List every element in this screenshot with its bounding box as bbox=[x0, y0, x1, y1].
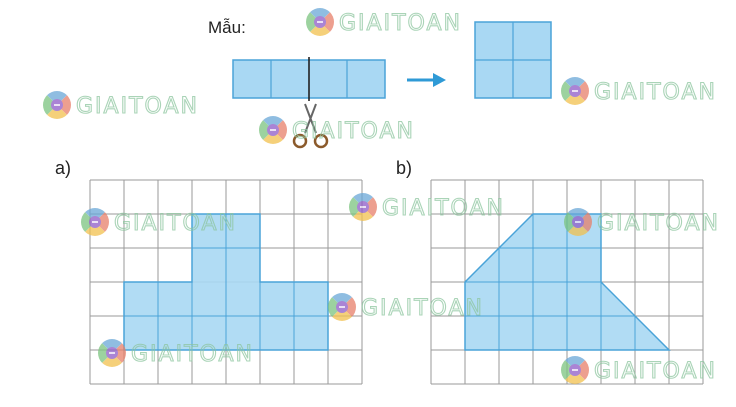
svg-text:GIAITOAN: GIAITOAN bbox=[292, 119, 415, 144]
sample-square bbox=[474, 21, 552, 99]
right-arrow-icon bbox=[407, 73, 446, 87]
svg-text:GIAITOAN: GIAITOAN bbox=[114, 211, 237, 236]
svg-text:GIAITOAN: GIAITOAN bbox=[382, 196, 505, 221]
giaitoan-logo-icon: GIAITOAN bbox=[306, 7, 462, 37]
sample-label: Mẫu: bbox=[208, 18, 246, 37]
svg-text:GIAITOAN: GIAITOAN bbox=[594, 359, 717, 384]
part-a-label: a) bbox=[55, 158, 71, 178]
sample-strip bbox=[232, 57, 386, 101]
svg-text:GIAITOAN: GIAITOAN bbox=[361, 296, 484, 321]
svg-text:GIAITOAN: GIAITOAN bbox=[76, 94, 199, 119]
giaitoan-logo-icon: GIAITOAN bbox=[328, 292, 484, 322]
svg-text:GIAITOAN: GIAITOAN bbox=[339, 11, 462, 36]
scissors-icon bbox=[292, 103, 329, 149]
shape-b-cells bbox=[465, 214, 636, 350]
giaitoan-logo-icon: GIAITOAN bbox=[564, 208, 720, 237]
giaitoan-logo-icon: GIAITOAN bbox=[561, 356, 717, 385]
shape-a-cells bbox=[124, 214, 328, 350]
part-b-label: b) bbox=[396, 158, 412, 178]
watermarks: GIAITOAN GIAITOAN GIAITOAN GIAITOAN GIAITOAN… bbox=[42, 7, 720, 385]
giaitoan-logo-icon: GIAITOAN bbox=[42, 90, 199, 120]
svg-text:GIAITOAN: GIAITOAN bbox=[131, 342, 254, 367]
giaitoan-logo-icon: GIAITOAN bbox=[80, 208, 237, 237]
giaitoan-logo-icon: GIAITOAN bbox=[97, 338, 254, 368]
svg-text:GIAITOAN: GIAITOAN bbox=[597, 211, 720, 236]
giaitoan-logo-icon: GIAITOAN bbox=[561, 77, 717, 106]
svg-text:GIAITOAN: GIAITOAN bbox=[594, 80, 717, 105]
giaitoan-logo-icon: GIAITOAN bbox=[348, 193, 505, 222]
giaitoan-logo-icon: GIAITOAN bbox=[258, 115, 415, 145]
